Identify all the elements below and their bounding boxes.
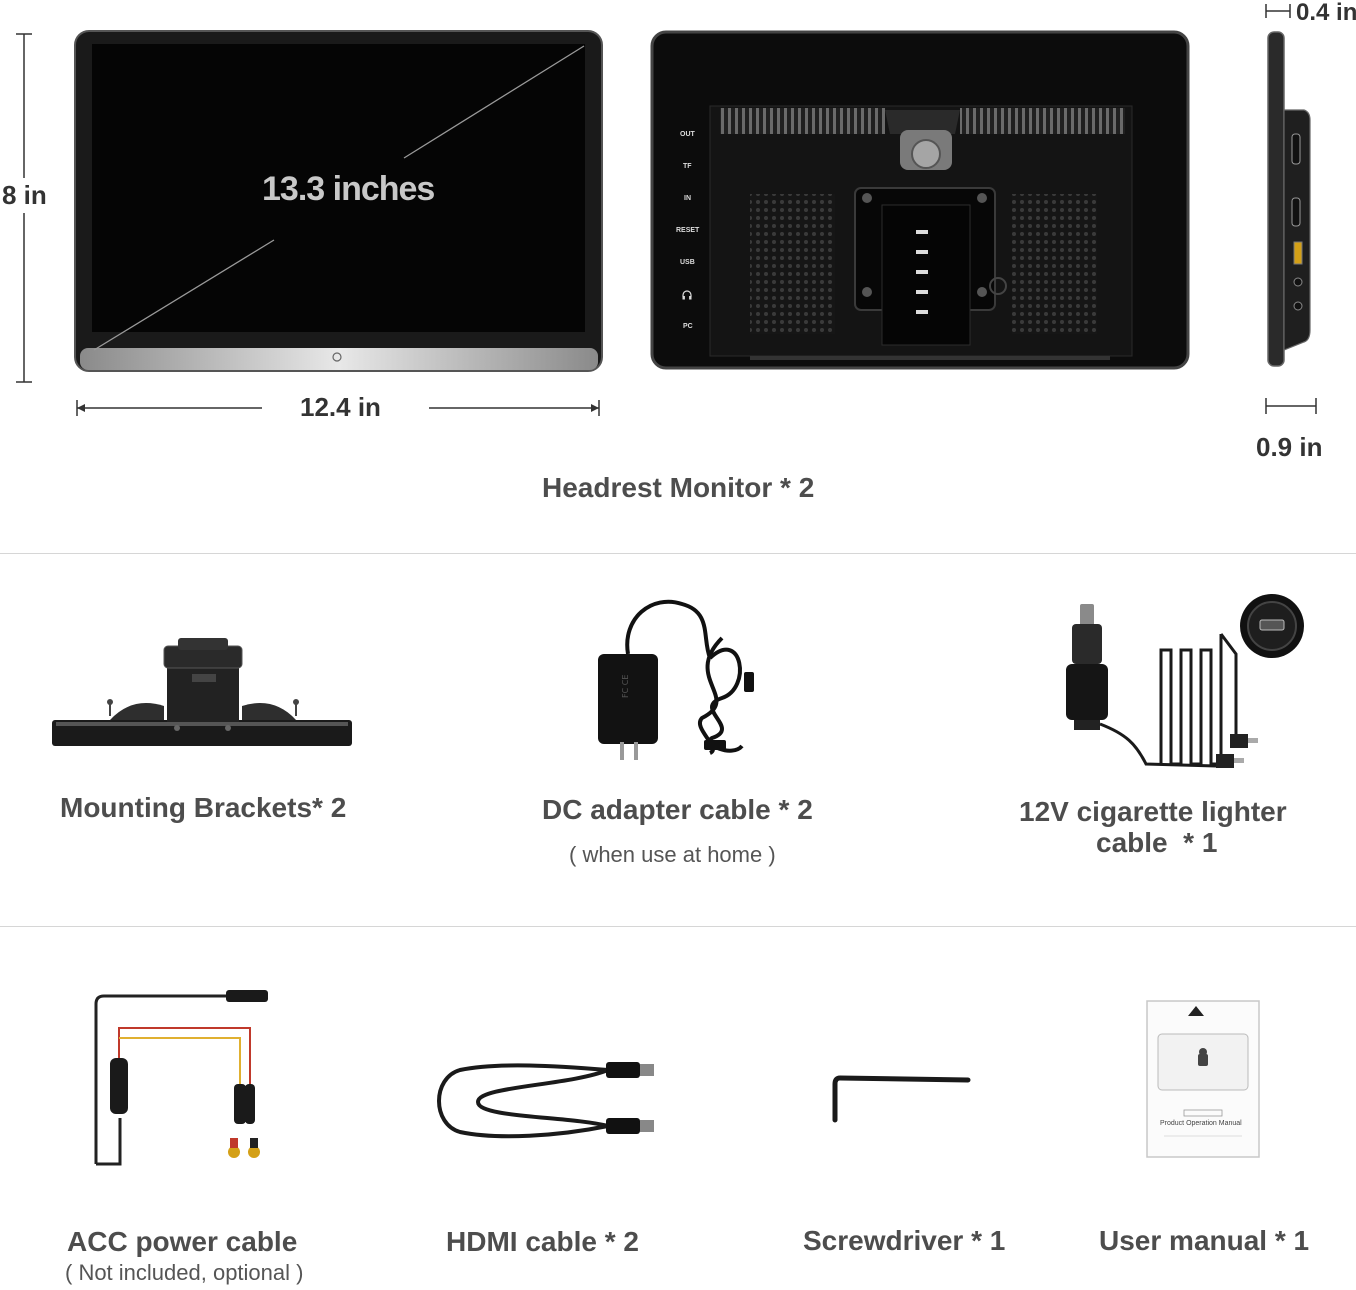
user-manual-image — [1146, 1000, 1260, 1158]
lighter-title-line1: 12V cigarette lighter — [1019, 796, 1287, 827]
monitor-back-image — [650, 30, 1190, 370]
height-label: 8 in — [2, 178, 47, 213]
hdmi-title: HDMI cable * 2 — [446, 1226, 639, 1257]
monitor-side-image — [1267, 31, 1311, 367]
divider-top — [0, 553, 1356, 554]
port-pc-label: PC — [683, 323, 693, 330]
thickness-top-label: 0.4 in — [1296, 0, 1356, 26]
thickness-bottom-dimension — [1265, 398, 1317, 414]
port-reset-label: RESET — [676, 227, 700, 234]
screwdriver-image — [832, 1075, 971, 1123]
dc-adapter-image: FC CE — [598, 599, 754, 760]
manual-booklet-text: Product Operation Manual — [1160, 1120, 1242, 1127]
acc-cable-image — [94, 990, 268, 1166]
port-in-label: IN — [684, 195, 691, 202]
manual-title: User manual * 1 — [1099, 1225, 1310, 1256]
divider-middle — [0, 926, 1356, 927]
thickness-bottom-label: 0.9 in — [1256, 432, 1323, 462]
lighter-title-line2: cable * 1 — [1096, 827, 1218, 858]
width-dimension-line — [76, 400, 600, 416]
brackets-title: Mounting Brackets* 2 — [60, 792, 347, 823]
port-tf-label: TF — [683, 163, 692, 170]
port-out-label: OUT — [680, 131, 695, 138]
thickness-top-dimension — [1265, 4, 1291, 18]
dc-adapter-note: ( when use at home ) — [569, 842, 776, 867]
acc-title: ACC power cable — [67, 1226, 298, 1257]
mounting-bracket-image — [52, 638, 352, 746]
monitor-caption: Headrest Monitor * 2 — [542, 472, 815, 503]
cigarette-lighter-image — [1066, 594, 1304, 768]
dc-adapter-title: DC adapter cable * 2 — [542, 794, 813, 825]
port-usb-label: USB — [680, 259, 695, 266]
screwdriver-title: Screwdriver * 1 — [803, 1225, 1006, 1256]
width-label: 12.4 in — [300, 392, 381, 422]
hdmi-cable-image — [437, 1062, 654, 1139]
svg-text:FC CE: FC CE — [621, 675, 630, 698]
monitor-front-image — [74, 30, 603, 372]
headphone-icon — [682, 290, 692, 300]
acc-note: ( Not included, optional ) — [65, 1260, 304, 1285]
screen-size-label: 13.3 inches — [262, 170, 435, 208]
